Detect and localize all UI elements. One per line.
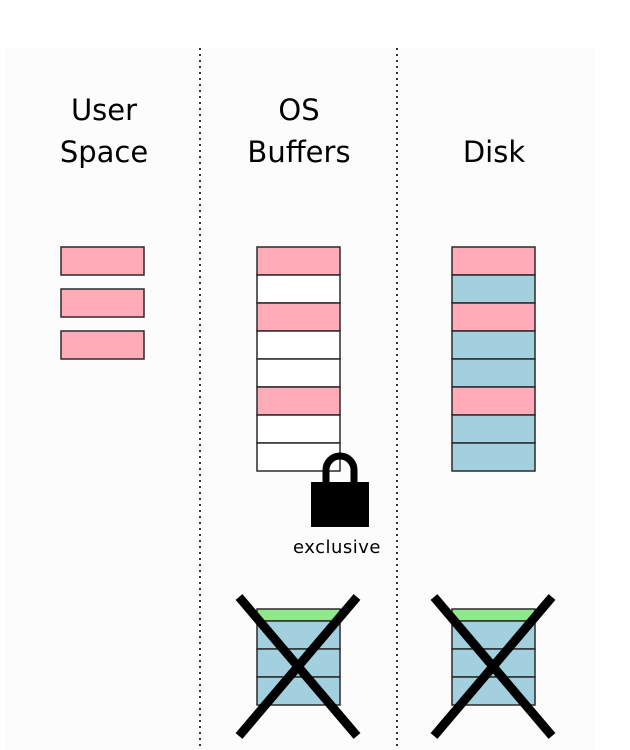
os-buffers-block-white [256,330,341,360]
disk-crossed-block-green [451,608,536,622]
lock-label: exclusive [293,537,382,558]
crossed-layer [235,594,556,739]
column-title-disk: Disk [462,135,526,169]
disk-block-blue [451,358,536,388]
disk-block-blue [451,330,536,360]
cross-stroke [430,594,556,739]
os-buffers-block-pink [256,386,341,416]
disk-block-pink [451,386,536,416]
cross-icon [235,594,361,739]
os-buffers-block-white [256,414,341,444]
user-space-block-pink [60,246,145,276]
disk-block-blue [451,274,536,304]
cross-icon [430,594,556,739]
os-buffers-block-white [256,358,341,388]
column-title-user-space: User Space [59,93,149,169]
os-buffers-block-pink [256,302,341,332]
user-space-block-pink [60,330,145,360]
disk-crossed-stack [430,594,556,739]
disk-block-pink [451,302,536,332]
column-title-os-buffers: OS Buffers [247,93,351,169]
disk-block-blue [451,414,536,444]
os-buffers-block-pink [256,246,341,276]
block-layer [60,246,536,472]
cross-stroke [235,594,361,739]
padlock-icon [311,452,369,527]
os-buffers-crossed-block-green [256,608,341,622]
user-space-block-pink [60,288,145,318]
disk-block-pink [451,246,536,276]
os-buffers-block-white [256,274,341,304]
os-buffers-crossed-stack [235,594,361,739]
disk-block-blue [451,442,536,472]
